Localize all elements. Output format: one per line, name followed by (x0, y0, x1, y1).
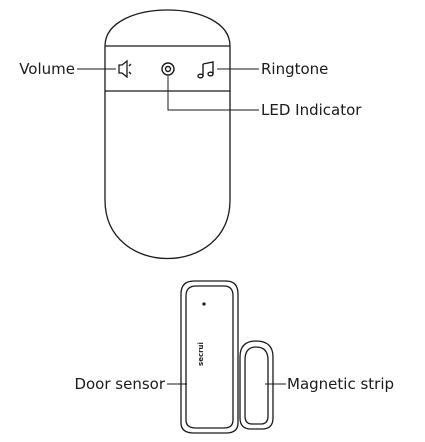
ringtone-label: Ringtone (261, 60, 328, 78)
magnetic-strip-label: Magnetic strip (287, 375, 394, 393)
volume-label: Volume (19, 60, 75, 78)
music-note-icon (197, 61, 214, 79)
door-sensor (180, 280, 239, 434)
chime-body (104, 9, 231, 259)
led-indicator-label: LED Indicator (261, 101, 362, 119)
sensor-indicator-dot (202, 302, 206, 306)
sensor-brand-text: secrui (197, 342, 205, 366)
chime-unit (104, 9, 231, 259)
volume-icon (118, 59, 132, 79)
led-leader-line (167, 76, 259, 111)
led-indicator-icon (161, 62, 175, 76)
magnetic-strip (239, 340, 274, 430)
door-sensor-label: Door sensor (74, 375, 165, 393)
